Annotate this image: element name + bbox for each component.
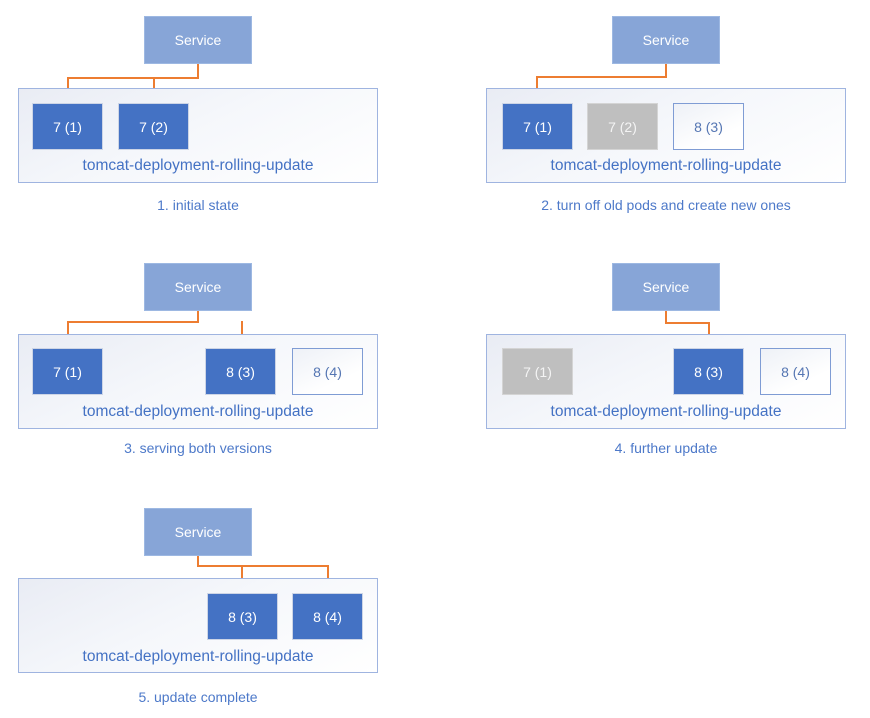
- deployment-label: tomcat-deployment-rolling-update: [550, 157, 782, 174]
- pod-label: 8 (4): [313, 363, 342, 380]
- pod-7-2-inactive: 7 (2): [587, 103, 658, 150]
- pod-8-3: 8 (3): [673, 348, 744, 395]
- panel-caption: 3. serving both versions: [124, 440, 272, 456]
- service-box: Service: [144, 16, 252, 64]
- pod-8-4-new: 8 (4): [760, 348, 831, 395]
- pod-label: 8 (4): [313, 608, 342, 625]
- service-label: Service: [174, 32, 222, 48]
- pod-8-3: 8 (3): [205, 348, 276, 395]
- service-box: Service: [612, 16, 720, 64]
- deployment-label: tomcat-deployment-rolling-update: [82, 648, 314, 665]
- pod-8-4: 8 (4): [292, 593, 363, 640]
- pod-label: 7 (1): [523, 363, 552, 380]
- service-label: Service: [642, 279, 690, 295]
- pod-label: 7 (1): [53, 363, 82, 380]
- pod-label: 8 (3): [226, 363, 255, 380]
- pod-7-1: 7 (1): [32, 348, 103, 395]
- pod-label: 7 (1): [53, 118, 82, 135]
- pod-7-2: 7 (2): [118, 103, 189, 150]
- deployment-label: tomcat-deployment-rolling-update: [82, 403, 314, 420]
- pod-label: 7 (2): [608, 118, 637, 135]
- pod-7-1: 7 (1): [32, 103, 103, 150]
- service-box: Service: [144, 508, 252, 556]
- pod-label: 7 (1): [523, 118, 552, 135]
- service-label: Service: [174, 279, 222, 295]
- pod-8-4-new: 8 (4): [292, 348, 363, 395]
- deployment-label: tomcat-deployment-rolling-update: [82, 157, 314, 174]
- pod-label: 8 (3): [694, 118, 723, 135]
- service-box: Service: [612, 263, 720, 311]
- panel-caption: 2. turn off old pods and create new ones: [541, 197, 791, 213]
- pod-label: 7 (2): [139, 118, 168, 135]
- panel-caption: 4. further update: [614, 440, 718, 456]
- panel-caption: 5. update complete: [138, 689, 258, 705]
- pod-8-3-new: 8 (3): [673, 103, 744, 150]
- pod-8-3: 8 (3): [207, 593, 278, 640]
- pod-7-1: 7 (1): [502, 103, 573, 150]
- deployment-label: tomcat-deployment-rolling-update: [550, 403, 782, 420]
- pod-7-1-inactive: 7 (1): [502, 348, 573, 395]
- service-box: Service: [144, 263, 252, 311]
- panel-caption: 1. initial state: [157, 197, 239, 213]
- service-label: Service: [174, 524, 222, 540]
- pod-label: 8 (3): [228, 608, 257, 625]
- pod-label: 8 (4): [781, 363, 810, 380]
- service-label: Service: [642, 32, 690, 48]
- pod-label: 8 (3): [694, 363, 723, 380]
